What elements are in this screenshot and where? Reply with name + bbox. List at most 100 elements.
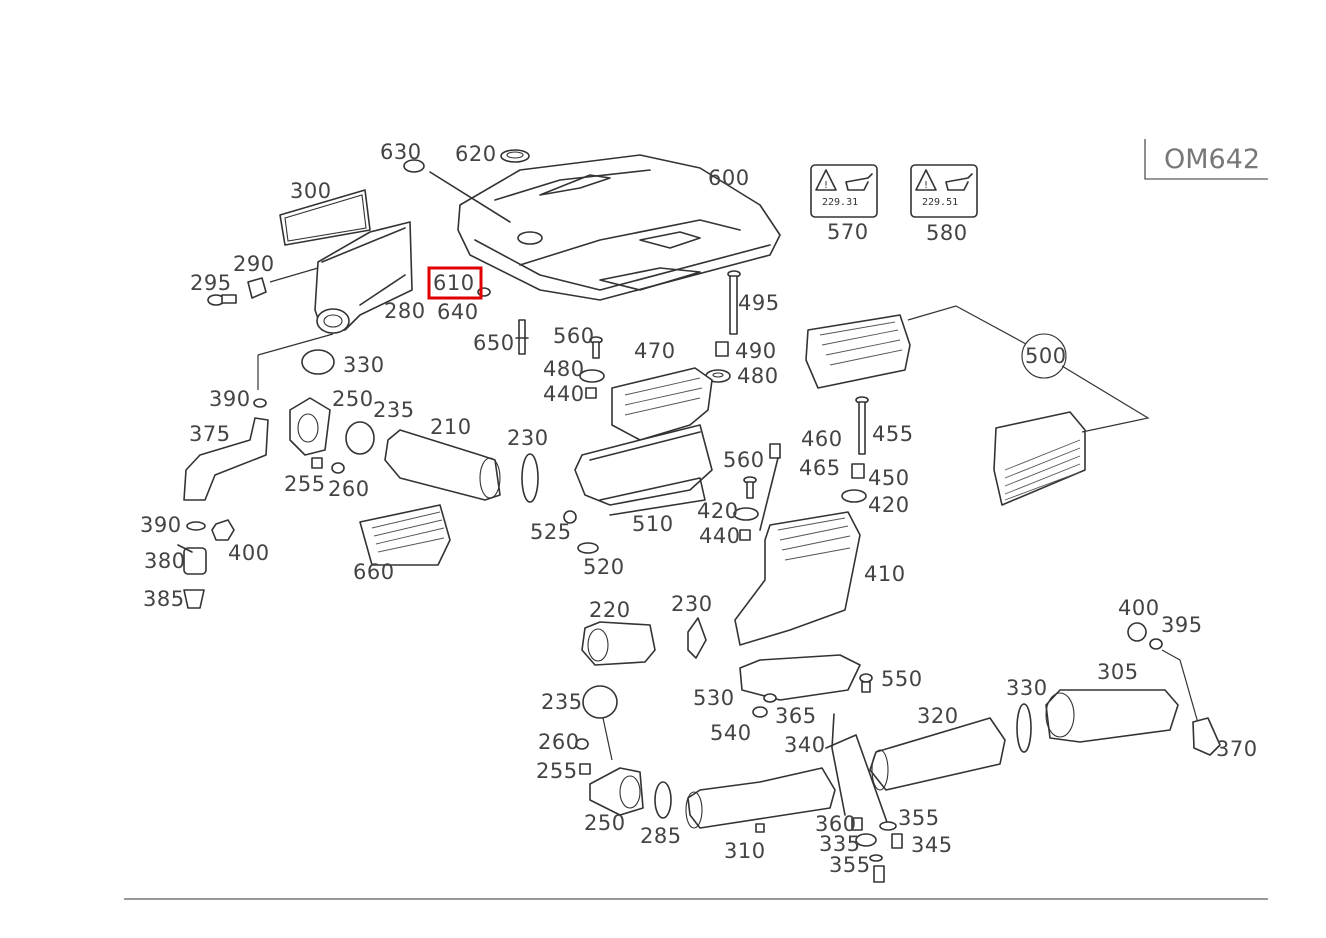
seal-330a[interactable] <box>301 349 335 375</box>
part-label-330b[interactable]: 330 <box>1006 676 1048 700</box>
grommet-420a[interactable] <box>733 507 759 521</box>
bush-440b[interactable] <box>739 529 751 541</box>
bush-440a[interactable] <box>585 387 597 399</box>
bush-360[interactable] <box>851 817 863 831</box>
part-label-420b[interactable]: 420 <box>868 493 910 517</box>
part-label-650[interactable]: 650 <box>473 331 515 355</box>
filter-element-500-bottom[interactable] <box>993 411 1086 506</box>
part-label-525[interactable]: 525 <box>530 520 572 544</box>
bracket-340[interactable] <box>825 713 889 826</box>
part-label-320[interactable]: 320 <box>917 704 959 728</box>
pipe-375[interactable] <box>183 417 269 501</box>
clip-260b[interactable] <box>575 738 589 750</box>
clamp-390b[interactable] <box>186 521 206 531</box>
part-label-600[interactable]: 600 <box>708 166 750 190</box>
warning-decal-570[interactable]: ! 229.31 <box>810 164 878 218</box>
grommet-520[interactable] <box>577 542 599 554</box>
part-label-560a[interactable]: 560 <box>553 324 595 348</box>
screw-560b[interactable] <box>743 476 757 499</box>
hose-220[interactable] <box>581 621 656 666</box>
part-label-260a[interactable]: 260 <box>328 477 370 501</box>
part-label-490[interactable]: 490 <box>735 339 777 363</box>
clip-540[interactable] <box>752 706 768 718</box>
part-label-440b[interactable]: 440 <box>699 524 741 548</box>
part-label-470[interactable]: 470 <box>634 339 676 363</box>
part-label-630[interactable]: 630 <box>380 140 422 164</box>
pin-650[interactable] <box>515 319 529 355</box>
bolt-455[interactable] <box>855 396 869 455</box>
part-label-450[interactable]: 450 <box>868 466 910 490</box>
part-label-375[interactable]: 375 <box>189 422 231 446</box>
resonator-660[interactable] <box>359 504 451 566</box>
part-label-255b[interactable]: 255 <box>536 759 578 783</box>
part-label-220[interactable]: 220 <box>589 598 631 622</box>
seal-230a[interactable] <box>521 453 539 503</box>
part-label-660[interactable]: 660 <box>353 560 395 584</box>
screw-550[interactable] <box>859 673 873 693</box>
part-label-410[interactable]: 410 <box>864 562 906 586</box>
nut-255a[interactable] <box>311 457 323 469</box>
seal-ring-620[interactable] <box>500 149 530 163</box>
part-label-280[interactable]: 280 <box>384 299 426 323</box>
part-label-570[interactable]: 570 <box>827 220 869 244</box>
part-label-495[interactable]: 495 <box>738 291 780 315</box>
gasket-300[interactable] <box>279 189 371 246</box>
part-label-460[interactable]: 460 <box>801 427 843 451</box>
bush-490[interactable] <box>715 341 729 357</box>
part-label-390a[interactable]: 390 <box>209 387 251 411</box>
screw-560a[interactable] <box>589 336 603 359</box>
part-label-365[interactable]: 365 <box>775 704 817 728</box>
clip-260a[interactable] <box>331 462 345 474</box>
pipe-320[interactable] <box>869 717 1006 791</box>
part-label-580[interactable]: 580 <box>926 221 968 245</box>
part-label-480b[interactable]: 480 <box>737 364 779 388</box>
part-label-500[interactable]: 500 <box>1025 344 1067 368</box>
part-label-300[interactable]: 300 <box>290 179 332 203</box>
part-label-640[interactable]: 640 <box>437 300 479 324</box>
part-label-255a[interactable]: 255 <box>284 472 326 496</box>
part-label-250a[interactable]: 250 <box>332 387 374 411</box>
nut-400a[interactable] <box>211 519 235 541</box>
part-label-400a[interactable]: 400 <box>228 541 270 565</box>
part-label-230a[interactable]: 230 <box>507 426 549 450</box>
seal-235a[interactable] <box>345 421 375 455</box>
part-label-480a[interactable]: 480 <box>543 357 585 381</box>
part-label-335[interactable]: 335 <box>819 832 861 856</box>
part-label-235b[interactable]: 235 <box>541 690 583 714</box>
part-label-260b[interactable]: 260 <box>538 730 580 754</box>
housing-410[interactable] <box>734 511 861 646</box>
screw-355b[interactable] <box>873 865 885 883</box>
part-label-520[interactable]: 520 <box>583 555 625 579</box>
seal-330b[interactable] <box>1016 703 1032 753</box>
part-label-385[interactable]: 385 <box>143 587 185 611</box>
part-label-420a[interactable]: 420 <box>697 499 739 523</box>
seal-235b[interactable] <box>582 685 618 719</box>
part-label-455[interactable]: 455 <box>872 422 914 446</box>
part-label-210[interactable]: 210 <box>430 415 472 439</box>
flange-250b[interactable] <box>589 767 644 816</box>
hose-210[interactable] <box>384 429 501 501</box>
mount-370[interactable] <box>1192 717 1221 756</box>
part-label-380[interactable]: 380 <box>144 549 186 573</box>
air-duct-470[interactable] <box>611 367 713 441</box>
intake-housing-280[interactable] <box>314 221 413 334</box>
part-label-550[interactable]: 550 <box>881 667 923 691</box>
part-label-310[interactable]: 310 <box>724 839 766 863</box>
pipe-310[interactable] <box>685 767 836 833</box>
part-label-360[interactable]: 360 <box>815 812 857 836</box>
warning-decal-580[interactable]: ! 229.51 <box>910 164 978 218</box>
part-label-285[interactable]: 285 <box>640 824 682 848</box>
part-label-560b[interactable]: 560 <box>723 448 765 472</box>
part-label-610[interactable]: 610 <box>433 271 475 295</box>
grommet-335[interactable] <box>855 833 877 847</box>
part-label-330a[interactable]: 330 <box>343 353 385 377</box>
part-label-400b[interactable]: 400 <box>1118 596 1160 620</box>
nut-255b[interactable] <box>579 763 591 775</box>
part-label-465[interactable]: 465 <box>799 456 841 480</box>
part-label-370[interactable]: 370 <box>1216 737 1258 761</box>
part-label-540[interactable]: 540 <box>710 721 752 745</box>
bolt-345[interactable] <box>891 833 903 849</box>
screw-295[interactable] <box>207 294 237 306</box>
sensor-460[interactable] <box>759 443 781 531</box>
bolt-495[interactable] <box>727 270 741 335</box>
